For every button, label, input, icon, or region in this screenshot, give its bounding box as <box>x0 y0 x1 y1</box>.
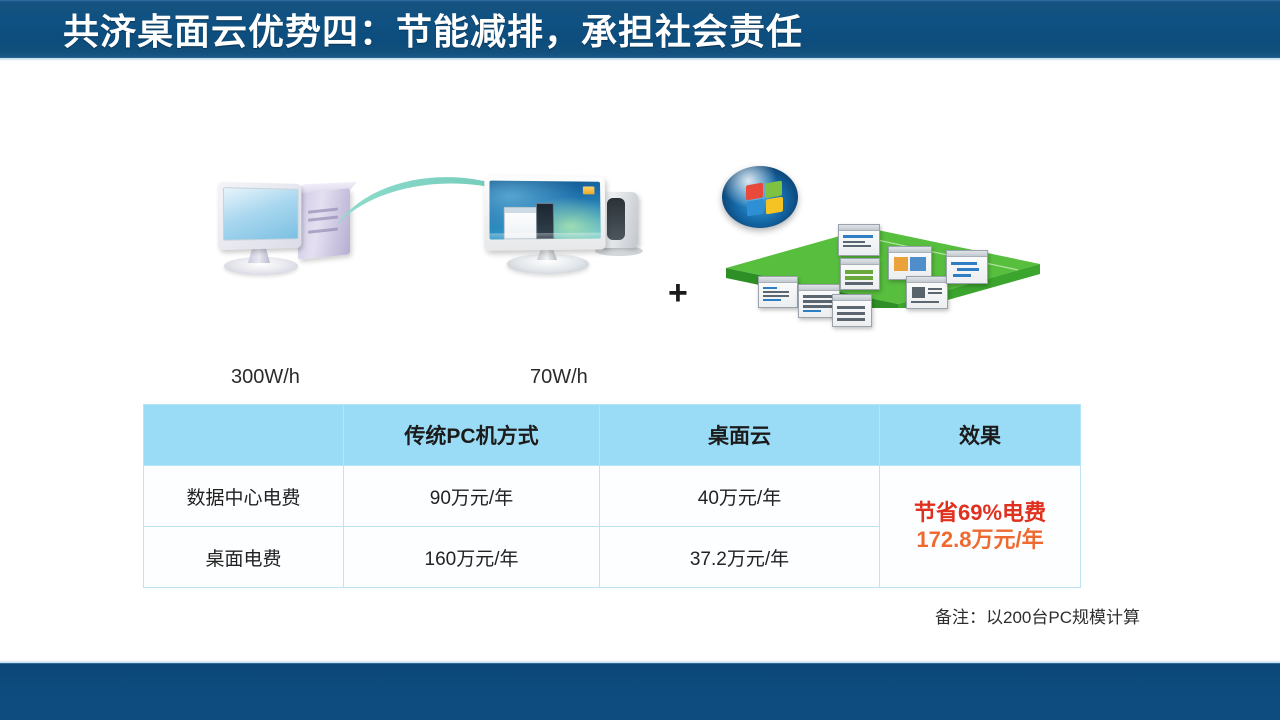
desktop-pc-icon <box>210 173 380 283</box>
screen-badge <box>582 186 595 195</box>
thin-client-box-face <box>607 198 625 240</box>
cell-desktop-cloud: 37.2万元/年 <box>599 526 880 588</box>
table-header-blank <box>143 404 344 466</box>
thin-client-icon <box>484 168 670 283</box>
pc-screen <box>222 187 299 241</box>
app-window <box>832 294 872 327</box>
windows-pane-blue <box>747 198 764 217</box>
server-platform-icon <box>700 158 1090 327</box>
thin-client-power-label: 70W/h <box>530 366 588 388</box>
row-label-desktop: 桌面电费 <box>143 526 344 588</box>
windows-pane-red <box>746 182 763 201</box>
table-header-desktop-cloud: 桌面云 <box>599 404 880 466</box>
windows-pane-green <box>765 180 782 199</box>
app-window <box>946 250 988 284</box>
page-title: 共济桌面云优势四：节能减排，承担社会责任 <box>63 11 804 52</box>
cell-desktop-pc: 160万元/年 <box>343 526 600 588</box>
windows-logo-icon <box>722 166 798 228</box>
table-header-traditional-pc: 传统PC机方式 <box>343 404 600 466</box>
table-row: 数据中心电费 90万元/年 40万元/年 节省69%电费 172.8万元/年 <box>143 465 1081 588</box>
app-window <box>758 276 798 308</box>
thin-client-monitor-base <box>507 254 589 274</box>
effect-savings-percent: 节省69%电费 <box>913 499 1047 525</box>
app-window <box>906 276 948 309</box>
cell-datacenter-pc: 90万元/年 <box>343 465 600 527</box>
effect-savings-amount: 172.8万元/年 <box>916 526 1044 552</box>
windows-pane-yellow <box>766 196 783 215</box>
screen-taskbar <box>489 232 601 240</box>
pc-monitor-base <box>224 257 298 275</box>
slide-footer-bar <box>0 660 1280 720</box>
pc-power-label: 300W/h <box>231 366 300 388</box>
table-header-effect: 效果 <box>879 404 1081 466</box>
cell-datacenter-cloud: 40万元/年 <box>599 465 880 527</box>
thin-client-monitor <box>484 175 606 251</box>
slide-header-bar: 共济桌面云优势四：节能减排，承担社会责任 <box>0 0 1280 61</box>
app-window <box>840 258 880 290</box>
app-window <box>888 246 932 280</box>
table-row: 桌面电费 160万元/年 37.2万元/年 <box>143 526 1081 588</box>
plus-symbol: + <box>668 274 688 312</box>
thin-client-screen <box>489 180 601 240</box>
pc-monitor-icon <box>217 181 302 251</box>
illustration-area: + <box>0 58 1280 388</box>
table-header-row: 传统PC机方式 桌面云 效果 <box>143 404 1081 466</box>
thin-client-box-base <box>595 246 643 256</box>
app-window <box>838 224 880 256</box>
row-label-datacenter: 数据中心电费 <box>143 465 344 527</box>
cell-effect-summary: 节省69%电费 172.8万元/年 <box>879 465 1081 588</box>
cost-comparison-table: 传统PC机方式 桌面云 效果 数据中心电费 90万元/年 40万元/年 节省69… <box>143 404 1081 588</box>
table-footnote: 备注：以200台PC规模计算 <box>935 608 1140 627</box>
